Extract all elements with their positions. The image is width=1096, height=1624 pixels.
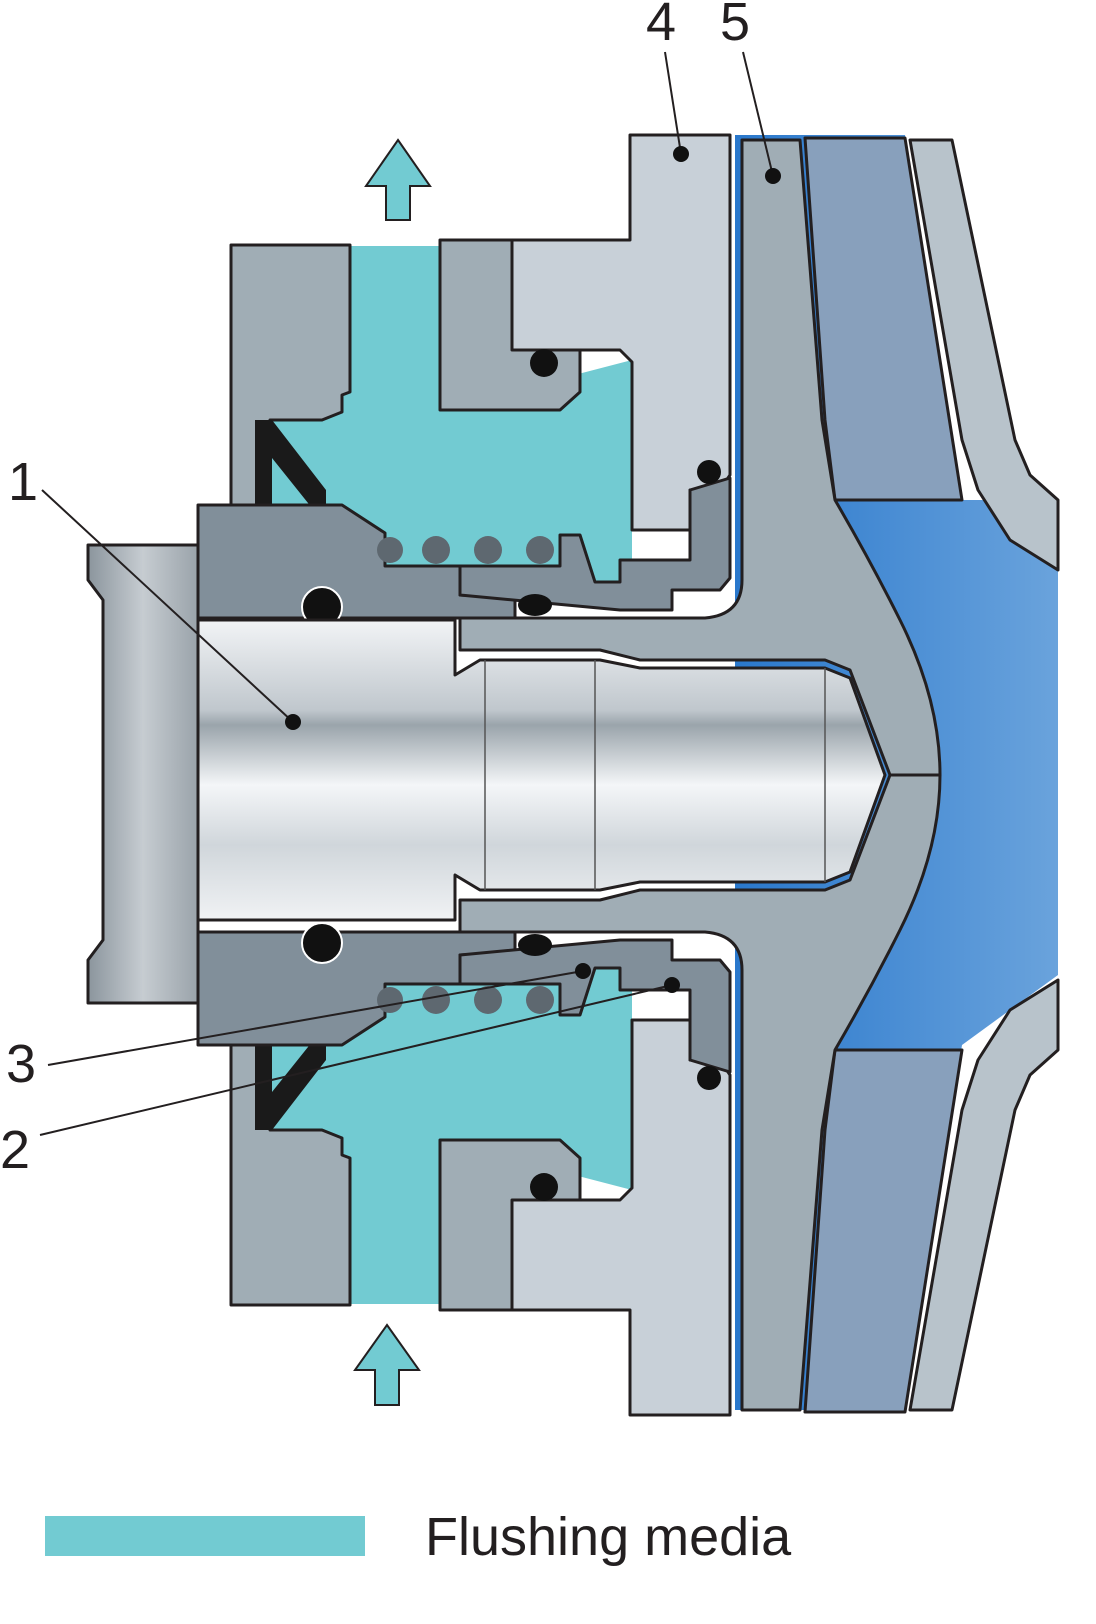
label-part-1: 1 (8, 452, 38, 512)
pump-casing (908, 138, 1060, 572)
label-part-5: 5 (720, 0, 750, 52)
impeller-blade (803, 1048, 964, 1414)
callout-2: 2 (0, 977, 680, 1180)
spring (474, 986, 502, 1014)
legend-swatch (45, 1516, 365, 1556)
label-part-3: 3 (6, 1034, 36, 1094)
stationary-seal-ring (458, 476, 732, 612)
shaft-nut (86, 543, 200, 1005)
impeller-blade (803, 136, 964, 502)
callout-5: 5 (720, 0, 781, 184)
o-ring (518, 594, 552, 616)
o-ring (530, 1173, 558, 1201)
spring (474, 536, 502, 564)
o-ring (518, 934, 552, 956)
callout-1: 1 (8, 452, 301, 730)
shaft-part-1 (196, 618, 887, 922)
label-part-4: 4 (646, 0, 676, 52)
wedge-seal (255, 420, 326, 508)
spring (422, 986, 450, 1014)
o-ring (697, 460, 721, 484)
o-ring (697, 1066, 721, 1090)
wedge-seal (255, 1042, 326, 1130)
upper-half (196, 133, 1060, 777)
o-ring (530, 349, 558, 377)
flushing-chamber (270, 246, 632, 600)
pump-casing (908, 978, 1060, 1412)
lower-half (196, 773, 1060, 1417)
callout-4: 4 (646, 0, 689, 162)
spring (526, 536, 554, 564)
flushing-chamber (270, 950, 632, 1304)
label-part-2: 2 (0, 1120, 30, 1180)
flow-out-arrow-icon (364, 138, 432, 221)
impeller-part-5 (458, 138, 942, 777)
spring (526, 986, 554, 1014)
impeller-part-5 (458, 773, 942, 1412)
spring (422, 536, 450, 564)
spring (377, 537, 403, 563)
legend-label: Flushing media (425, 1507, 792, 1567)
o-ring (301, 922, 343, 964)
callout-3: 3 (6, 963, 591, 1094)
flow-in-arrow-icon (353, 1323, 421, 1406)
stationary-seal-ring (458, 938, 732, 1074)
spring (377, 987, 403, 1013)
